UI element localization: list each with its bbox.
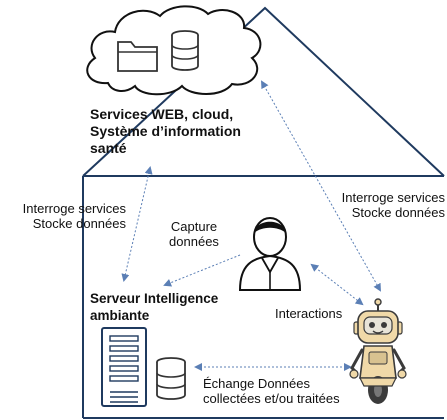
left-link-label: Interroge services Stocke données (5, 201, 126, 231)
left-link-line-1: Interroge services (22, 201, 126, 216)
exchange-line-1: Échange Données (203, 376, 310, 391)
right-link-line-2: Stocke données (351, 205, 445, 220)
left-link-line-2: Stocke données (32, 216, 126, 231)
folder-icon (117, 41, 158, 72)
exchange-line-2: collectées et/ou traitées (203, 391, 340, 406)
capture-label: Capture données (160, 219, 228, 249)
cloud-title-line-3: santé (90, 140, 127, 156)
server-rack-icon (101, 327, 147, 407)
server-title-line-1: Serveur Intelligence (90, 291, 219, 306)
cloud-title-line-2: Système d’information (90, 123, 241, 139)
arrow-cloud-to-server (121, 166, 153, 282)
capture-line-2: données (169, 234, 219, 249)
cloud-services-title: Services WEB, cloud, Système d’informati… (90, 106, 241, 157)
interactions-label: Interactions (275, 306, 343, 321)
capture-line-1: Capture (170, 219, 218, 234)
server-title-line-2: ambiante (90, 308, 150, 323)
arrow-person-to-server (163, 254, 241, 287)
right-link-line-1: Interroge services (341, 190, 445, 205)
server-title: Serveur Intelligence ambiante (90, 290, 218, 324)
exchange-label: Échange Données collectées et/ou traitée… (203, 376, 340, 406)
arrow-person-robot-interaction (310, 263, 364, 306)
robot-icon (349, 298, 407, 404)
person-icon (238, 217, 302, 291)
right-link-label: Interroge services Stocke données (322, 190, 445, 220)
cloud-title-line-1: Services WEB, cloud, (90, 106, 234, 122)
server-database-icon (156, 357, 186, 400)
database-icon (171, 30, 199, 71)
